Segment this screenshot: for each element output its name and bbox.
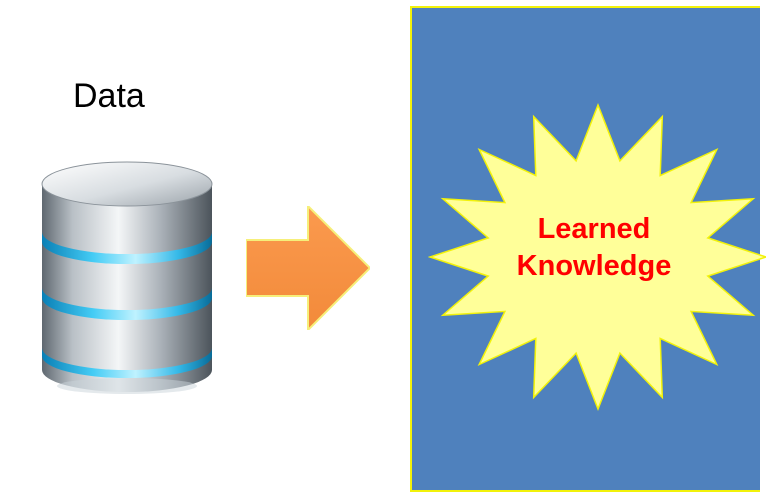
learned-line: Learned xyxy=(537,213,651,245)
knowledge-panel: Learned Knowledge xyxy=(410,6,766,492)
burst-shape xyxy=(428,102,766,412)
database-icon xyxy=(41,161,213,394)
right-arrow-icon xyxy=(246,206,370,330)
learned-knowledge-text: Learned Knowledge xyxy=(500,211,688,285)
knowledge-line: Knowledge xyxy=(516,250,672,282)
data-label: Data xyxy=(73,77,145,115)
